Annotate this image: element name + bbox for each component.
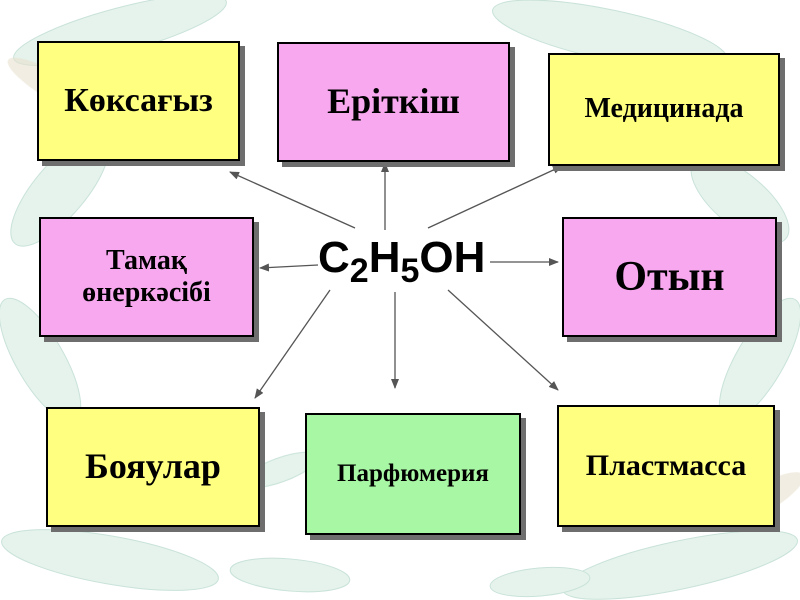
box-koksagyz: Көксағыз [37, 41, 240, 161]
box-otyn-label: Отын [614, 253, 725, 300]
box-tamak: Тамақ өнеркәсібі [39, 217, 254, 337]
formula-sub-5: 5 [400, 252, 420, 290]
box-tamak-label: Тамақ өнеркәсібі [82, 245, 211, 309]
box-eritkish: Еріткіш [277, 42, 510, 162]
box-otyn: Отын [562, 217, 777, 337]
box-plastmassa-label: Пластмасса [585, 448, 747, 482]
box-eritkish-label: Еріткіш [327, 81, 460, 122]
formula-oh: OH [419, 233, 486, 282]
box-medicinada-label: Медицинада [584, 93, 744, 125]
box-parfumeria: Парфюмерия [305, 413, 521, 535]
box-boyaular: Бояулар [46, 407, 260, 527]
box-koksagyz-label: Көксағыз [64, 82, 213, 120]
arrow-to-medicinada [427, 165, 563, 229]
arrow-to-koksagyz [229, 171, 356, 229]
box-tamak-line1: Тамақ [106, 244, 187, 276]
box-tamak-line2: өнеркәсібі [82, 277, 211, 308]
box-plastmassa: Пластмасса [557, 405, 775, 527]
ethanol-formula: C2H5OH [318, 233, 486, 289]
arrow-to-boyaular [254, 289, 331, 399]
formula-c: C [318, 233, 350, 282]
arrow-to-plastmassa [447, 289, 559, 391]
box-parfumeria-label: Парфюмерия [337, 459, 489, 487]
arrow-to-tamak [259, 263, 319, 272]
formula-sub-2: 2 [349, 252, 369, 290]
box-boyaular-label: Бояулар [85, 446, 221, 487]
formula-h: H [368, 233, 401, 282]
box-medicinada: Медицинада [548, 53, 780, 166]
